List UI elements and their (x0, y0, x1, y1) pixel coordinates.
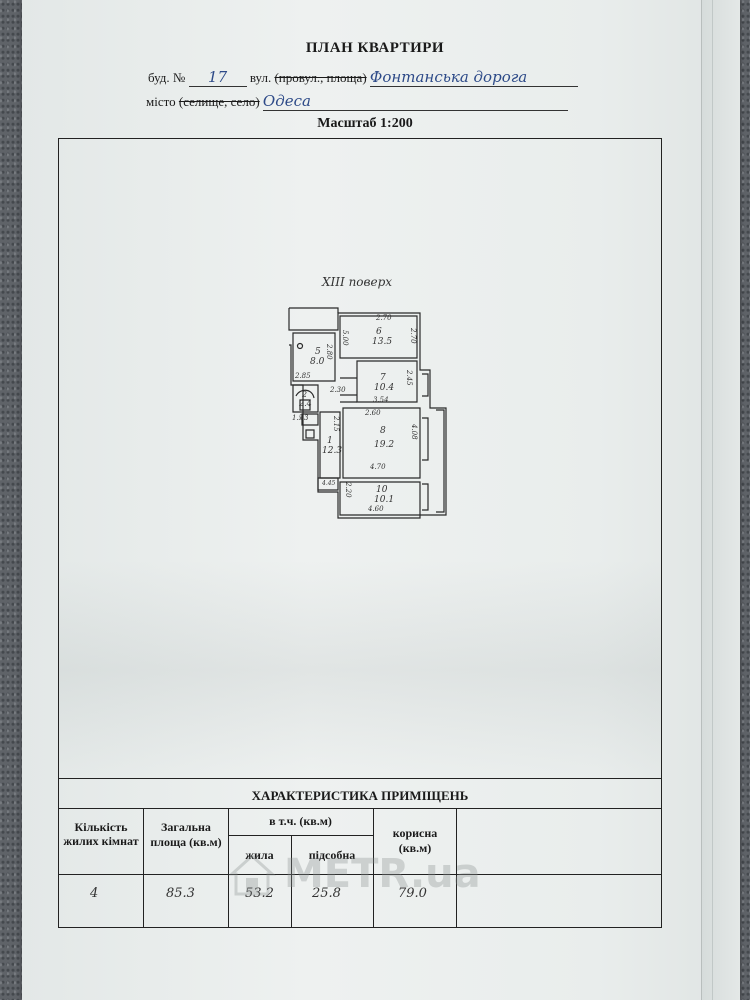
paper-shading (58, 560, 662, 780)
room-number: 5 (315, 347, 321, 357)
table-header-border (58, 808, 662, 809)
table-col-divider (228, 808, 229, 928)
room-area: 12.3 (322, 446, 343, 456)
room-area: 10.4 (374, 383, 395, 393)
table-col-divider (291, 835, 292, 928)
building-number: 17 (188, 68, 247, 87)
room-number: 8 (380, 426, 386, 436)
table-subheader-border (228, 835, 373, 836)
dimension-label: 2.20 (344, 482, 352, 498)
dimension-label: 2.45 (405, 370, 413, 386)
value-living-area: 53.2 (245, 886, 274, 901)
col-header-including: в т.ч. (кв.м) (269, 814, 332, 828)
document-sheet (22, 0, 740, 1000)
room-area: 10.1 (374, 495, 395, 505)
col-header-rooms: Кількість жилих кімнат (63, 820, 139, 848)
dimension-label: 2.85 (295, 372, 311, 380)
house-logo-icon (228, 853, 276, 896)
dimension-label: 2.30 (330, 386, 346, 394)
dimension-label: 4.70 (370, 463, 386, 471)
dimension-label: 2.15 (332, 416, 340, 432)
value-total-area: 85.3 (166, 886, 195, 901)
dimension-label: 2.70 (409, 328, 417, 344)
right-page-flap (701, 0, 740, 1000)
room-number: 10 (376, 485, 388, 495)
table-top-border (58, 778, 662, 779)
table-title: ХАРАКТЕРИСТИКА ПРИМІЩЕНЬ (251, 788, 469, 803)
dimension-label: 2.70 (376, 314, 392, 322)
watermark-text: METR.ua (284, 851, 481, 897)
col-header-living: жила (245, 848, 274, 862)
room-number: 2 (302, 390, 308, 399)
street-label: вул. (249, 70, 272, 85)
city-struck-text: (селище, село) (178, 94, 260, 109)
table-col-divider (373, 808, 374, 928)
city-name: Одеса (262, 92, 568, 111)
room-number: 6 (376, 327, 382, 337)
dimension-label: 4.08 (410, 424, 418, 440)
table-col-divider (456, 808, 457, 928)
paper-crease (712, 0, 713, 1000)
document-title: ПЛАН КВАРТИРИ (305, 40, 445, 56)
city-label: місто (146, 94, 176, 109)
room-area: 19.2 (374, 440, 395, 450)
value-useful-area: 79.0 (398, 886, 427, 901)
watermark: METR.ua (228, 850, 481, 898)
address-line-2: місто (селище, село) Одеса (146, 92, 568, 111)
col-header-useful: корисна (кв.м) (392, 826, 438, 855)
dimension-label: 5.00 (341, 330, 349, 346)
dimension-label: 4.60 (368, 505, 384, 513)
room-number: 7 (380, 373, 386, 383)
room-area: 1.5 (292, 414, 304, 422)
value-auxiliary-area: 25.8 (312, 886, 341, 901)
street-struck-text: (провул., площа) (274, 70, 367, 85)
col-header-auxiliary: підсобна (308, 848, 356, 862)
dimension-label: 4.45 (322, 480, 336, 487)
table-col-divider (143, 808, 144, 928)
dimension-label: 2.60 (365, 409, 381, 417)
room-number: 3 (304, 414, 309, 422)
room-number: 1 (327, 436, 333, 446)
col-header-total-area: Загальна площа (кв.м) (150, 820, 222, 849)
room-area: 13.5 (372, 337, 393, 347)
scale-label: Масштаб 1:200 (317, 116, 413, 131)
building-label: буд. № (148, 70, 186, 85)
table-row-border (58, 874, 662, 875)
room-area: 2.4 (299, 399, 312, 408)
dimension-label: 3.54 (373, 396, 389, 404)
plan-frame (58, 138, 662, 928)
floor-label: XIII поверх (322, 275, 393, 289)
room-area: 8.0 (310, 357, 325, 367)
value-rooms: 4 (90, 886, 99, 901)
address-line-1: буд. № 17 вул. (провул., площа) Фонтансь… (148, 68, 578, 87)
street-name: Фонтанська дорога (369, 68, 578, 87)
dimension-label: 2.80 (325, 344, 333, 360)
